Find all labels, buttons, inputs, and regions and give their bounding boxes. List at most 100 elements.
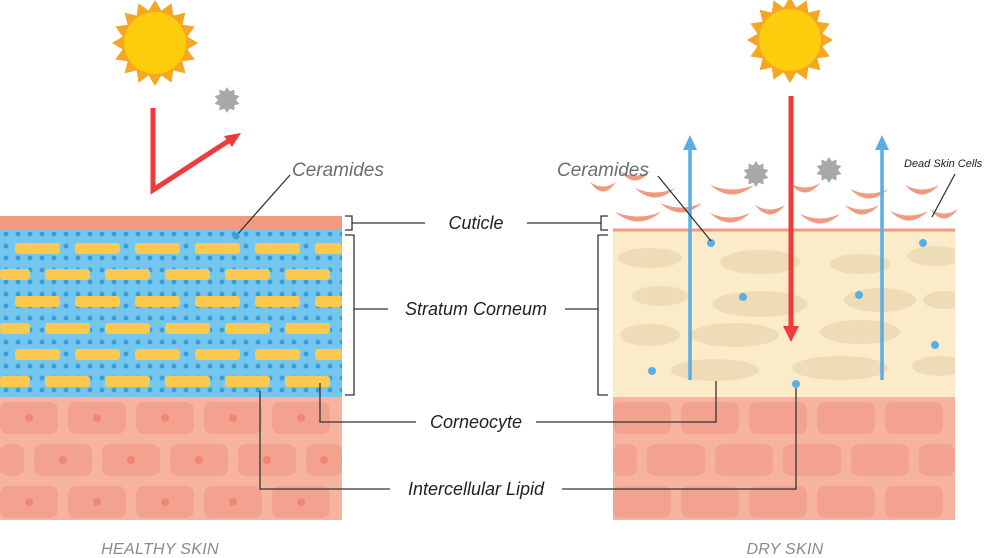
dermis-cell [749,486,807,518]
sun-disc [759,9,821,71]
dry-skin-panel [590,0,958,520]
corneocyte-brick [195,296,240,307]
reflected-light-ray [150,108,238,195]
cell-nucleus [297,414,305,422]
dry-patch [844,288,916,312]
dermis-cell [613,486,671,518]
dead-skin-flake [710,185,754,195]
dead-skin-flake [590,182,616,192]
corneocyte-brick [165,323,210,334]
corneocyte-brick [315,349,342,360]
stratum-corneum-label: Stratum Corneum [405,299,547,319]
corneocyte-brick [45,376,90,387]
ceramide-dot [931,341,939,349]
ceramides-label-right: Ceramides [557,160,649,181]
sun-icon-left [112,0,198,86]
dry-patch [632,286,688,306]
ceramide-dot [792,380,800,388]
cell-nucleus [161,414,169,422]
cell-nucleus [59,456,67,464]
dermis-cell [783,444,841,476]
dry-patch [912,356,955,376]
dermis-cell [647,444,705,476]
corneocyte-brick [45,323,90,334]
dead-skin-flake [635,188,675,198]
pollutant-icon [214,87,240,113]
dry-patch [712,291,808,317]
dry-patch [671,359,759,381]
cell-nucleus [93,414,101,422]
corneocyte-brick [105,323,150,334]
pollutant-particle [816,157,842,183]
dry-patch [830,254,890,274]
cell-nucleus [161,498,169,506]
dead-skin-flake [790,183,820,193]
dead-skin-flake [845,205,879,215]
pollutant-icons [743,157,842,187]
dermis-cell [919,444,955,476]
dermis-cell [715,444,773,476]
corneocyte-brick [0,376,30,387]
corneocyte-brick [135,296,180,307]
dry-patch [820,320,900,344]
cuticle-bracket-left [345,215,353,231]
dry-patch [618,248,682,268]
corneocyte-brick [15,296,60,307]
corneocyte-brick [0,323,30,334]
cuticle-label: Cuticle [448,213,503,233]
dermis-cell [0,444,24,476]
dermis-cell [851,444,909,476]
pollutant-particle [214,87,240,113]
dermis-cell [885,402,943,434]
ceramide-dot [707,239,715,247]
corneocyte-brick [105,269,150,280]
ceramide-dot [855,291,863,299]
ceramides-leader-right [657,175,712,242]
corneocyte-brick [315,243,342,254]
leader-lines [235,173,956,490]
dead-skin-flake [905,185,939,195]
cell-nucleus [25,414,33,422]
stratum-bracket-right [597,234,608,396]
corneocyte-brick [105,376,150,387]
healthy-skin-caption: HEALTHY SKIN [101,541,219,558]
cell-nucleus [229,498,237,506]
dry-patch [691,323,779,347]
corneocyte-brick [255,296,300,307]
corneocyte-brick [165,376,210,387]
corneocyte-brick [225,269,270,280]
cell-nucleus [229,414,237,422]
corneocyte-brick [255,349,300,360]
corneocyte-label: Corneocyte [430,412,522,432]
water-loss-arrowhead-left [683,135,697,150]
corneocyte-brick [255,243,300,254]
lipid-leader-right [562,388,797,490]
cell-nucleus [195,456,203,464]
dermis-cell [681,402,739,434]
corneocyte-brick [225,323,270,334]
lipid-dots [0,230,342,397]
corneocyte-brick [285,323,330,334]
ceramides-label-left: Ceramides [292,160,384,181]
healthy-skin-panel [0,0,342,520]
dry-patch [620,324,680,346]
intercellular-lipid-label: Intercellular Lipid [408,479,545,499]
dead-skin-flake [930,209,958,219]
dry-patch [923,291,955,309]
dead-skin-flake [890,211,928,221]
dead-skin-flakes [590,171,958,224]
cell-nucleus [297,498,305,506]
dermis-cell [817,486,875,518]
dermis-cell [817,402,875,434]
corneocyte-brick [285,376,330,387]
dead-skin-cells-label: Dead Skin Cells [904,158,983,170]
dermis-cell [681,486,739,518]
lipid-leader-left [259,391,390,490]
dermis-cell [885,486,943,518]
corneocyte-brick [285,269,330,280]
corneocyte-brick [195,349,240,360]
ceramide-dot [648,367,656,375]
dead-skin-leader [931,173,956,218]
corneocyte-brick [75,296,120,307]
